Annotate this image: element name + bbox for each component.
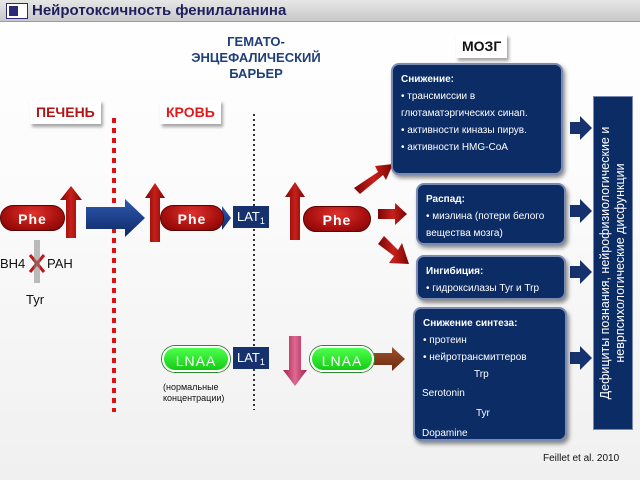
decrease-item: трансмиссии в глютаматэргических синап. xyxy=(401,88,553,122)
decrease-box-title: Снижение: xyxy=(401,74,455,85)
lat1-subscript: 1 xyxy=(259,216,265,226)
slide-icon xyxy=(6,3,28,19)
liver-label: ПЕЧЕНЬ xyxy=(30,100,101,124)
blood-label: КРОВЬ xyxy=(160,100,221,124)
inhibition-item: гидроксилазы Tyr и Trp xyxy=(426,280,556,297)
lat1-label: LAT xyxy=(237,209,260,224)
increase-arrow-1 xyxy=(60,186,82,238)
outcome-arrow-1 xyxy=(570,116,592,140)
pah-label: PAH xyxy=(47,256,73,271)
bbb-label: ГЕМАТО-ЭНЦЕФАЛИЧЕСКИЙ БАРЬЕР xyxy=(191,34,321,81)
synthesis-item: протеин xyxy=(423,332,557,349)
lnaa-synthesis-arrow xyxy=(374,347,405,371)
tyr-label: Tyr xyxy=(26,292,45,307)
outcome-arrow-4 xyxy=(570,346,592,370)
brain-arrow-up xyxy=(354,164,393,194)
brain-arrow-right xyxy=(378,203,407,225)
serotonin-label: Serotonin xyxy=(422,388,465,399)
outcome-text: Дефициты познания, нейрофизиологические … xyxy=(598,126,627,400)
increase-arrow-3 xyxy=(285,182,305,240)
outcome-arrow-2 xyxy=(570,199,592,223)
outcome-arrow-3 xyxy=(570,260,592,284)
synthesis-item: нейротрансмиттеров xyxy=(423,349,557,366)
brain-arrow-down xyxy=(378,236,409,264)
breakdown-box-title: Распад: xyxy=(426,194,465,205)
phe-blood-node: Phe xyxy=(160,205,224,231)
tyr-enzyme-label: Tyr xyxy=(476,408,490,419)
dopamine-label: Dopamine xyxy=(422,428,468,439)
breakdown-box: Распад: миэлина (потери белого вещества … xyxy=(416,183,566,245)
bh4-label: BH4 xyxy=(0,256,26,271)
lat1-transporter-phe: LAT1 xyxy=(233,206,269,228)
decrease-item: активности киназы пирув. xyxy=(401,122,553,139)
decrease-item: активности HMG-CoA xyxy=(401,139,553,156)
phe-flow-arrow-1 xyxy=(86,199,145,237)
lnaa-normal-note: (нормальные концентрации) xyxy=(163,382,225,403)
inhibition-box: Ингибиция: гидроксилазы Tyr и Trp xyxy=(416,255,566,300)
trp-label: Trp xyxy=(474,369,489,380)
title-bar: Нейротоксичность фенилаланина xyxy=(0,0,640,22)
brain-label: МОЗГ xyxy=(456,34,508,58)
lat1-transporter-lnaa: LAT1 xyxy=(233,347,269,369)
lnaa-brain-node: LNAA xyxy=(310,346,374,372)
lat1-subscript: 1 xyxy=(259,357,265,367)
lat1-label: LAT xyxy=(237,350,260,365)
synthesis-box: Снижение синтеза: протеин нейротрансмитт… xyxy=(413,307,567,441)
phe-brain-node: Phe xyxy=(303,206,371,232)
page-title: Нейротоксичность фенилаланина xyxy=(32,2,287,19)
synthesis-box-title: Снижение синтеза: xyxy=(423,318,518,329)
lnaa-blood-node: LNAA xyxy=(162,346,230,372)
inhibition-box-title: Ингибиция: xyxy=(426,266,484,277)
phe-liver-node: Phe xyxy=(0,205,65,231)
decrease-arrow xyxy=(283,336,307,386)
citation: Feillet et al. 2010 xyxy=(543,453,620,464)
decrease-box: Снижение: трансмиссии в глютаматэргическ… xyxy=(391,63,563,175)
increase-arrow-2 xyxy=(145,183,165,242)
outcome-box xyxy=(593,96,633,430)
breakdown-item: миэлина (потери белого вещества мозга) xyxy=(426,208,556,242)
